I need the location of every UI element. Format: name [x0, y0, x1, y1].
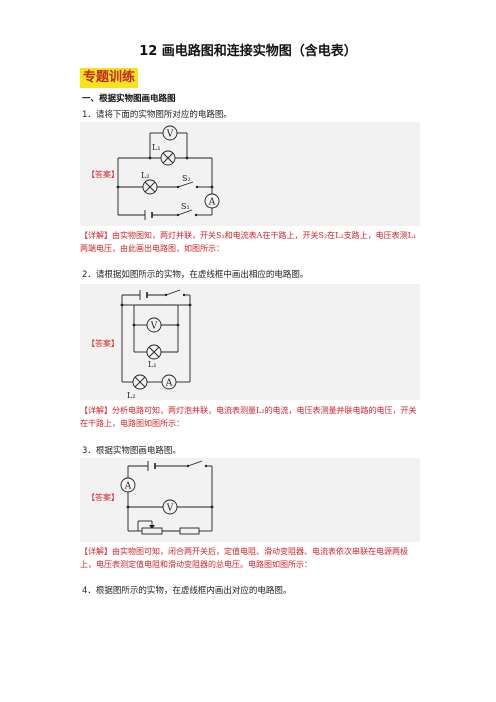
- question-text: 请根据如图所示的实物，在虚线框中画出相应的电路图。: [95, 270, 309, 280]
- section-tag: 专题训练: [80, 68, 139, 88]
- question-4: 4．根据图所示的实物，在虚线框内画出对应的电路图。: [82, 584, 291, 596]
- question-number: 1．: [82, 110, 96, 120]
- page-title: 12 画电路图和连接实物图（含电表）: [139, 44, 357, 59]
- voltmeter-symbol: V: [166, 130, 174, 140]
- lamp-l2-label: L₂: [127, 391, 136, 400]
- detail-2: 【详解】分析电路可知，两灯泡并联，电流表测量L₂的电流，电压表测量并联电路的电压…: [80, 406, 417, 428]
- voltmeter: V: [146, 317, 162, 333]
- switch-s1-label: S₁: [181, 202, 190, 211]
- junction-dot: [210, 185, 214, 189]
- junction-dot: [132, 323, 136, 327]
- junction-dot: [210, 505, 214, 509]
- switch-contact: [204, 464, 208, 468]
- switch-s2-contact: [195, 185, 199, 189]
- switch-contact: [164, 293, 168, 297]
- junction-dot: [188, 303, 192, 307]
- question-text: 请将下面的实物图所对应的电路图。: [95, 110, 232, 120]
- question-number: 2．: [82, 270, 96, 280]
- lamp-l2-label: L₂: [141, 171, 150, 180]
- question-number: 4．: [82, 586, 96, 596]
- rheostat-slider-arrow: [149, 525, 155, 529]
- ammeter-symbol: A: [124, 482, 132, 492]
- lamp-l1-label: L₁: [152, 143, 161, 152]
- junction-dot: [185, 156, 189, 160]
- voltmeter-symbol: V: [150, 322, 158, 332]
- question-number: 3．: [82, 446, 96, 456]
- switch-contact: [186, 464, 190, 468]
- question-1: 1．请将下面的实物图所对应的电路图。: [82, 108, 232, 120]
- switch-contact: [182, 293, 186, 297]
- lamp-l1-label: L₁: [148, 360, 157, 369]
- lamp-l1: [160, 150, 176, 166]
- junction-dot: [120, 303, 124, 307]
- detail-1: 【详解】由实物图知，两灯并联，开关S₁和电流表A在干路上，开关S₂在L₂支路上，…: [80, 231, 417, 253]
- switch-s1-contact: [194, 213, 198, 217]
- lamp-l1: [146, 344, 162, 360]
- voltmeter-symbol: V: [166, 504, 174, 514]
- switch-s1-contact: [176, 213, 180, 217]
- rheostat: [141, 527, 163, 535]
- question-2: 2．请根据如图所示的实物，在虚线框中画出相应的电路图。: [82, 268, 308, 280]
- detail-3: 【详解】由实物图可知，闭合两开关后，定值电阻、滑动变阻器、电流表依次串联在电源两…: [80, 547, 408, 569]
- voltmeter: V: [162, 499, 178, 515]
- ammeter-symbol: A: [165, 379, 173, 389]
- switch-s2-contact: [176, 185, 180, 189]
- switch-s2-label: S₂: [182, 174, 191, 183]
- answer-label: 【答案】: [87, 170, 119, 179]
- voltmeter: V: [162, 125, 178, 141]
- junction-dot: [116, 185, 120, 189]
- fixed-resistor: [179, 527, 200, 535]
- answer-box-1: 【答案】: [80, 122, 420, 226]
- answer-box-3: 【答案】: [80, 458, 420, 542]
- subheading: 一、根据实物图画电路图: [82, 94, 176, 104]
- ammeter: A: [161, 374, 177, 390]
- ammeter-symbol: A: [208, 198, 216, 208]
- lamp-l2: [132, 374, 148, 390]
- junction-dot: [148, 156, 152, 160]
- answer-label: 【答案】: [87, 493, 119, 502]
- question-text: 根据实物图画电路图。: [95, 446, 181, 456]
- ammeter: A: [204, 193, 220, 209]
- junction-dot: [176, 323, 180, 327]
- ammeter: A: [120, 477, 136, 493]
- lamp-l2: [142, 179, 158, 195]
- question-text: 根据图所示的实物，在虚线框内画出对应的电路图。: [95, 586, 292, 596]
- question-3: 3．根据实物图画电路图。: [82, 444, 181, 456]
- junction-dot: [126, 505, 130, 509]
- answer-label: 【答案】: [87, 339, 119, 348]
